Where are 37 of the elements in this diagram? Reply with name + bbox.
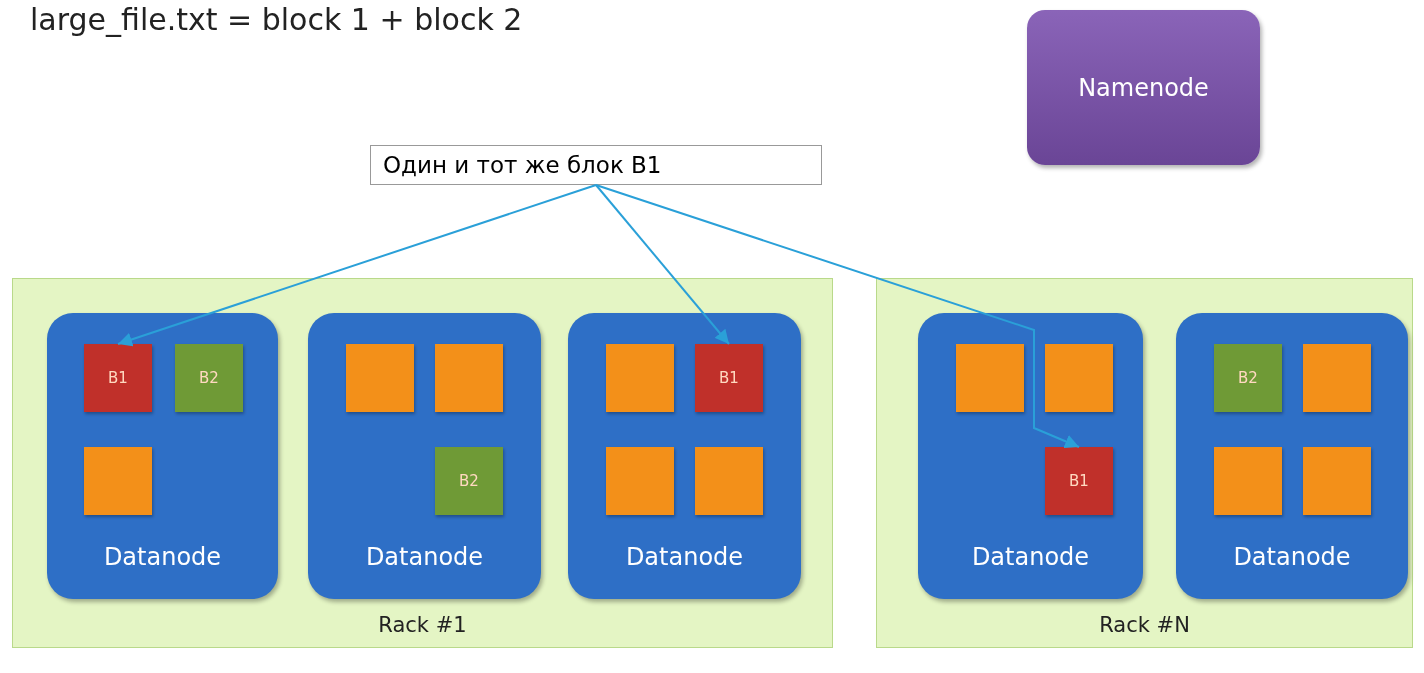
block-square — [1303, 447, 1371, 515]
block-square: B1 — [695, 344, 763, 412]
datanode-box — [568, 313, 801, 599]
callout-box: Один и тот же блок B1 — [370, 145, 822, 185]
arrow — [117, 184, 597, 347]
datanode-box — [47, 313, 278, 599]
block-square — [606, 344, 674, 412]
block-square — [346, 344, 414, 412]
rack-label: Rack #1 — [377, 613, 468, 637]
arrow — [595, 184, 1080, 448]
block-square — [695, 447, 763, 515]
rack-panel — [12, 278, 833, 648]
block-square: B2 — [435, 447, 503, 515]
datanode-label: Datanode — [364, 543, 485, 571]
block-square: B2 — [1214, 344, 1282, 412]
datanode-label: Datanode — [1232, 543, 1352, 571]
block-square: B1 — [1045, 447, 1113, 515]
arrow — [595, 184, 730, 345]
block-square — [84, 447, 152, 515]
datanode-label: Datanode — [102, 543, 223, 571]
namenode-box: Namenode — [1027, 10, 1260, 165]
rack-panel — [876, 278, 1413, 648]
block-square: B2 — [175, 344, 243, 412]
block-square: B1 — [84, 344, 152, 412]
block-square — [606, 447, 674, 515]
block-square — [1214, 447, 1282, 515]
datanode-label: Datanode — [970, 543, 1091, 571]
block-square — [1303, 344, 1371, 412]
block-square — [956, 344, 1024, 412]
datanode-box — [308, 313, 541, 599]
datanode-box — [1176, 313, 1408, 599]
block-square — [435, 344, 503, 412]
title-text: large_file.txt = block 1 + block 2 — [30, 2, 523, 37]
datanode-box — [918, 313, 1143, 599]
datanode-label: Datanode — [624, 543, 745, 571]
block-square — [1045, 344, 1113, 412]
rack-label: Rack #N — [1098, 613, 1191, 637]
